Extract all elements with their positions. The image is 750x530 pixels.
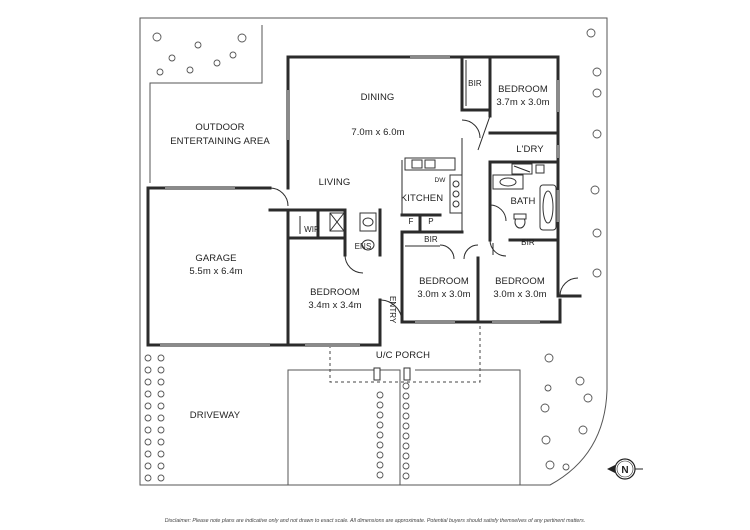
tree-mark [157, 462, 165, 470]
tree-mark [157, 450, 165, 458]
doors [269, 115, 579, 323]
garden-trees [152, 28, 602, 471]
tree-mark [144, 474, 152, 482]
label-bir-kitchen: BIR [424, 235, 438, 244]
room-label-outdoor-line1: OUTDOOR [195, 122, 245, 133]
tree-mark [144, 426, 152, 434]
tree-mark [376, 461, 384, 469]
label-bir-top: BIR [468, 79, 482, 88]
room-label-outdoor-line2: ENTERTAINING AREA [170, 136, 270, 147]
label-fridge: F [408, 217, 414, 226]
tree-mark [402, 402, 410, 410]
tree-mark [402, 472, 410, 480]
room-label-living: LIVING [318, 177, 351, 188]
porch-posts [373, 367, 411, 381]
label-pantry: P [428, 217, 434, 226]
tree-mark [376, 471, 384, 479]
driveway-strip-right [415, 369, 521, 485]
tree-mark [402, 452, 410, 460]
room-label-dining: DINING [360, 92, 395, 103]
property-boundary [139, 17, 608, 486]
tree-mark [157, 438, 165, 446]
tree-mark [144, 402, 152, 410]
room-dims-bedroom-top: 3.7m x 3.0m [496, 97, 550, 108]
windows [160, 55, 560, 347]
room-label-bedroom-front-left: BEDROOM [310, 287, 360, 298]
tree-mark [144, 438, 152, 446]
tree-mark [157, 474, 165, 482]
room-label-bedroom-mid: BEDROOM [419, 276, 469, 287]
robe-shelving [299, 60, 494, 255]
ensuite-fixtures [329, 212, 377, 251]
tree-mark [144, 450, 152, 458]
north-arrow-icon: N [607, 458, 643, 480]
disclaimer-text: Disclaimer: Please note plans are indica… [164, 518, 586, 524]
tree-mark [376, 401, 384, 409]
tree-mark [157, 354, 165, 362]
room-label-garage: GARAGE [195, 253, 237, 264]
tree-mark [157, 414, 165, 422]
tree-mark [402, 422, 410, 430]
tree-mark [376, 411, 384, 419]
room-dims-bedroom-front-left: 3.4m x 3.4m [308, 300, 362, 311]
label-driveway: DRIVEWAY [189, 410, 241, 421]
label-wir: WIR [304, 225, 320, 234]
tree-mark [376, 391, 384, 399]
tree-mark [402, 432, 410, 440]
room-dims-living: 7.0m x 6.0m [351, 127, 405, 138]
tree-mark [402, 412, 410, 420]
tree-mark [376, 421, 384, 429]
bath-fixtures [492, 163, 557, 231]
room-dims-bedroom-mid: 3.0m x 3.0m [417, 289, 471, 300]
tree-mark [144, 378, 152, 386]
label-bir-right: BIR [521, 238, 535, 247]
outdoor-area-outline [149, 25, 263, 183]
tree-mark [376, 441, 384, 449]
tree-mark [157, 426, 165, 434]
room-label-bath: BATH [510, 196, 536, 207]
tree-mark [144, 414, 152, 422]
tree-mark [157, 378, 165, 386]
tree-mark [402, 442, 410, 450]
room-label-bedroom-top: BEDROOM [498, 84, 548, 95]
label-entry: ENTRY [388, 296, 397, 324]
label-porch: U/C PORCH [375, 350, 431, 361]
tree-mark [402, 392, 410, 400]
room-label-bedroom-right: BEDROOM [495, 276, 545, 287]
tree-mark [402, 382, 410, 390]
tree-mark [144, 354, 152, 362]
tree-mark [144, 366, 152, 374]
tree-mark [157, 402, 165, 410]
tree-mark [144, 390, 152, 398]
tree-mark [157, 366, 165, 374]
porch-outline [329, 322, 481, 383]
driveway-strip-left [287, 369, 401, 485]
tree-rows [144, 354, 410, 482]
room-label-laundry: L'DRY [516, 144, 544, 155]
kitchen-fixtures [401, 157, 463, 215]
tree-mark [376, 451, 384, 459]
internal-walls [288, 55, 560, 324]
room-dims-bedroom-right: 3.0m x 3.0m [493, 289, 547, 300]
tree-mark [376, 431, 384, 439]
room-dims-garage: 5.5m x 6.4m [189, 266, 243, 277]
label-dishwasher: DW [434, 177, 446, 184]
tree-mark [402, 462, 410, 470]
north-letter: N [621, 465, 628, 476]
room-label-kitchen: KITCHEN [400, 193, 444, 204]
tree-mark [144, 462, 152, 470]
label-ensuite: ENS [354, 242, 372, 251]
tree-mark [157, 390, 165, 398]
